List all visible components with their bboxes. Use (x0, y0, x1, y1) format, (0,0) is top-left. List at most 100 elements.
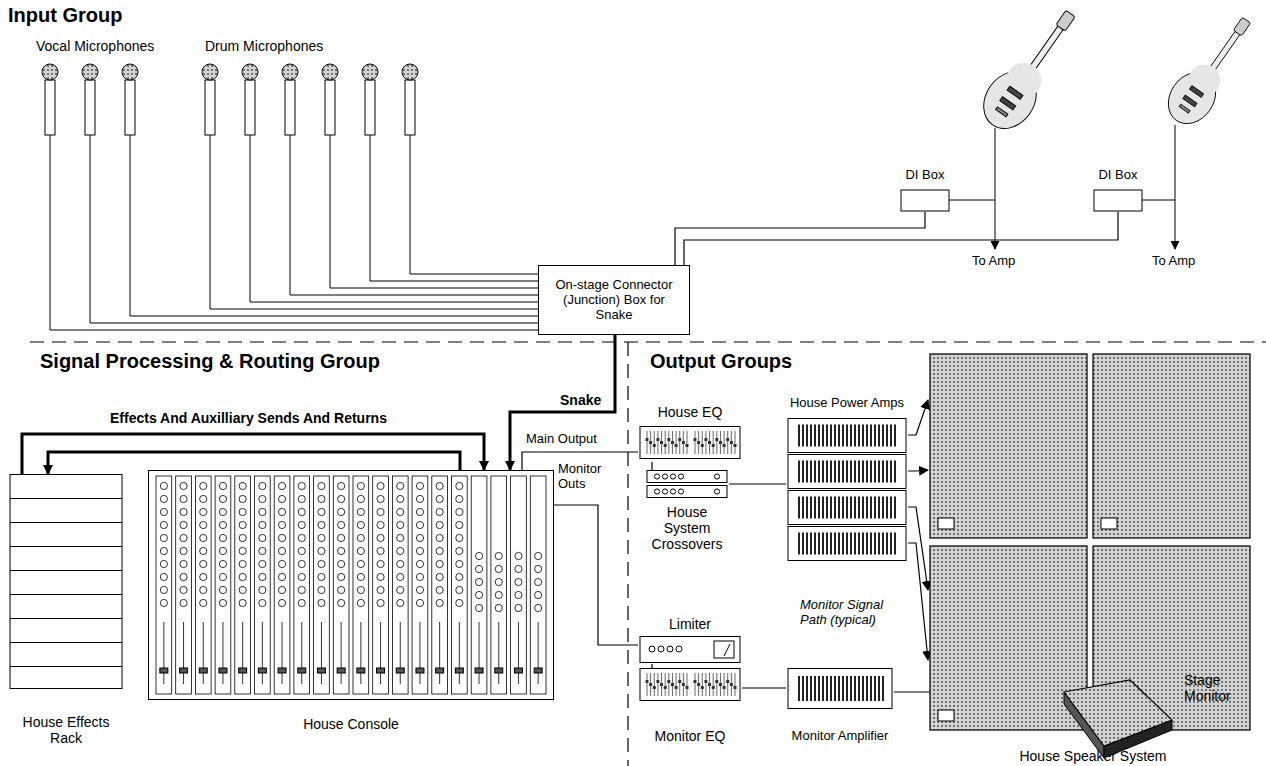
eq-slider (705, 673, 706, 696)
eq-slider (705, 431, 706, 454)
channel-knob (377, 495, 384, 502)
eq-slider-cap (723, 686, 726, 689)
channel-knob (219, 508, 226, 515)
eq-slider-cap (726, 680, 729, 683)
equipment-parts (788, 419, 906, 561)
channel-knob (475, 552, 482, 559)
fader-cap (180, 668, 188, 673)
channel-knob (416, 573, 423, 580)
channel-knob (200, 521, 207, 528)
channel-knob (338, 495, 345, 502)
eq-slider-cap (653, 686, 656, 689)
channel-knob (535, 591, 542, 598)
equipment-drawing (1060, 672, 1255, 762)
amp-unit (788, 455, 906, 489)
channel-knob (397, 573, 404, 580)
eq-slider-cap (734, 686, 737, 689)
channel-knob (475, 591, 482, 598)
signal-note: To Amp (972, 254, 1015, 269)
guitar-body (999, 56, 1048, 105)
eq-slider (716, 673, 717, 696)
dashed-divider (30, 341, 1266, 342)
channel-knob (416, 508, 423, 515)
speaker-badge (938, 710, 954, 721)
fader-cap (396, 668, 404, 673)
limiter-knob (667, 646, 673, 652)
channel-knob (416, 599, 423, 606)
channel-knob (160, 508, 167, 515)
connector-label: Main Output (526, 432, 597, 447)
channel-strip (511, 476, 527, 694)
guitar-cables (949, 125, 1175, 249)
eq-slider-cap (660, 441, 663, 444)
channel-knob (298, 599, 305, 606)
channel-knob (278, 573, 285, 580)
crossover-knob (670, 474, 675, 479)
fader-cap (298, 668, 306, 673)
node-label: Monitor Amplifier (786, 729, 894, 744)
crossover-knob (714, 489, 719, 494)
microphone (202, 64, 218, 135)
channel-knob (456, 508, 463, 515)
equipment-parts (1064, 680, 1172, 758)
channel-knob (219, 495, 226, 502)
fader-slot (400, 622, 401, 684)
channel-strip (156, 476, 172, 694)
fader-cap (475, 668, 483, 673)
channel-knob (259, 534, 266, 541)
eq-slider-cap (656, 438, 659, 441)
signal-connector (22, 434, 484, 474)
signal-connector (908, 470, 928, 471)
crossover-knob (678, 474, 683, 479)
channel-knob (239, 586, 246, 593)
node-label: Stage Monitor (1184, 672, 1254, 704)
limiter-knob (676, 646, 682, 652)
amp-fins (796, 461, 898, 483)
guitar-bridge (996, 107, 1008, 117)
crossover-knob (654, 489, 659, 494)
channel-knob (357, 586, 364, 593)
channel-knob (397, 508, 404, 515)
channel-knob (357, 521, 364, 528)
eq-slider (724, 431, 725, 454)
channel-knob (397, 521, 404, 528)
channel-knob (259, 482, 266, 489)
dashed-divider (627, 342, 628, 766)
rack-unit-line (10, 666, 122, 667)
crossover-unit (647, 486, 727, 498)
channel-knob (180, 534, 187, 541)
channel-knob (377, 599, 384, 606)
eq-slider-cap (730, 683, 733, 686)
channel-knob (416, 482, 423, 489)
channel-knob (180, 508, 187, 515)
channel-knob (436, 547, 443, 554)
channel-knob (456, 573, 463, 580)
channel-knob (495, 552, 502, 559)
channel-knob (436, 573, 443, 580)
channel-knob (456, 586, 463, 593)
channel-knob (239, 599, 246, 606)
speaker-cabinet (930, 546, 1087, 730)
fader-slot (419, 622, 420, 684)
channel-knob (495, 591, 502, 598)
monitor-grille (1064, 680, 1172, 746)
channel-knob (239, 547, 246, 554)
channel-knob (456, 495, 463, 502)
channel-knob (278, 599, 285, 606)
equipment-parts (640, 637, 740, 663)
channel-knob (219, 560, 226, 567)
channel-strip (195, 476, 211, 694)
fader-cap (416, 668, 424, 673)
eq-slider (713, 431, 714, 454)
equipment-parts (640, 669, 740, 701)
speaker-badge (938, 518, 954, 529)
channel-knob (338, 573, 345, 580)
equipment-drawing (148, 470, 554, 732)
channel-knob (416, 521, 423, 528)
channel-knob (219, 573, 226, 580)
channel-knob (436, 521, 443, 528)
limiter-knob (649, 646, 655, 652)
cable-to-amp (995, 128, 996, 249)
channel-knob (239, 560, 246, 567)
eq-slider (672, 673, 673, 696)
